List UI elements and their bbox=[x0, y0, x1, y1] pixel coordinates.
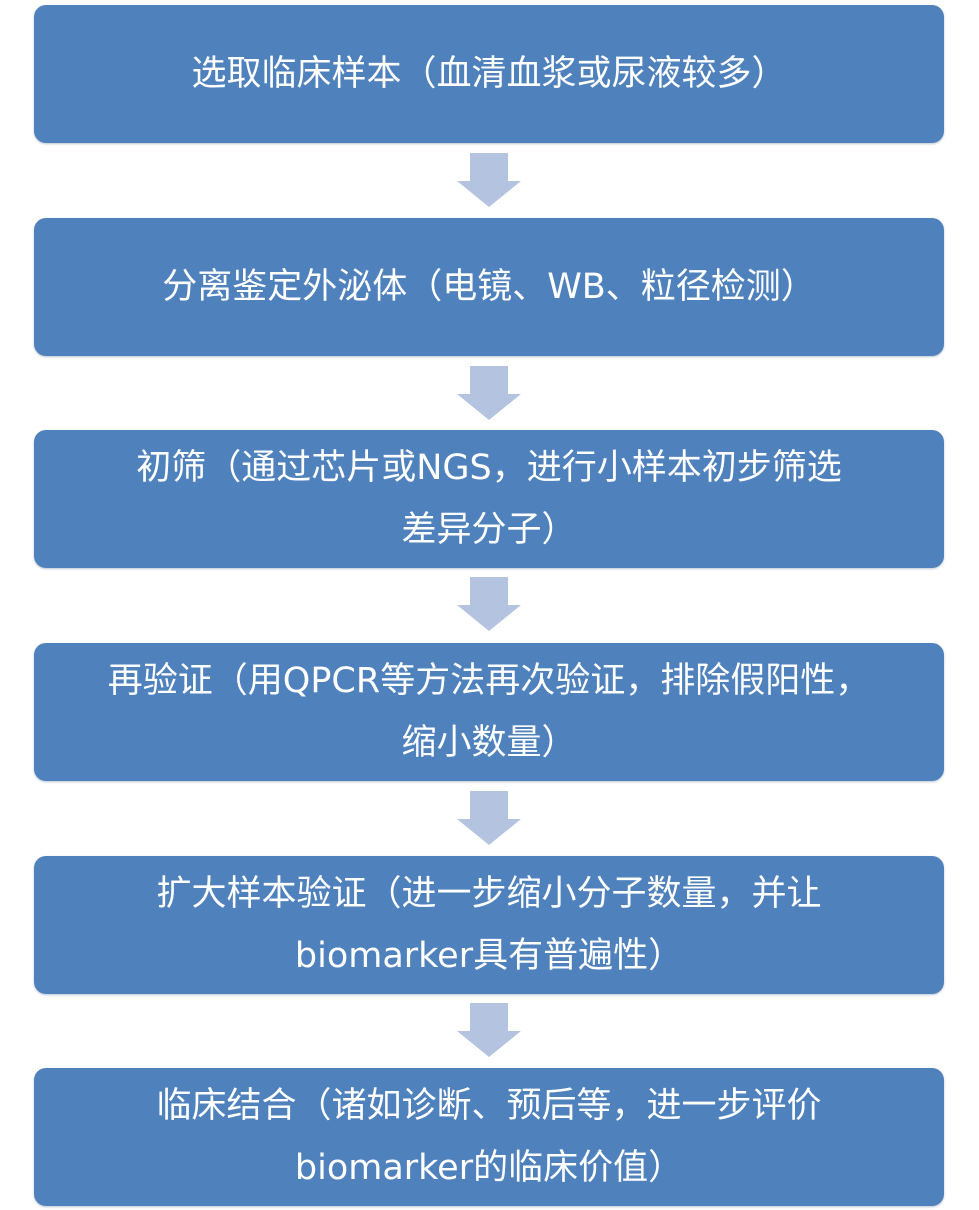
step-5-box: 扩大样本验证（进一步缩小分子数量，并让 biomarker具有普遍性） bbox=[34, 856, 944, 994]
step-4-box: 再验证（用QPCR等方法再次验证，排除假阳性， 缩小数量） bbox=[34, 643, 944, 781]
down-arrow-icon bbox=[457, 153, 521, 207]
step-4-line-2: 缩小数量） bbox=[401, 723, 577, 763]
step-4-text: 再验证（用QPCR等方法再次验证，排除假阳性， 缩小数量） bbox=[108, 650, 870, 774]
step-6-box: 临床结合（诸如诊断、预后等，进一步评价 biomarker的临床价值） bbox=[34, 1068, 944, 1206]
down-arrow-icon bbox=[457, 791, 521, 845]
step-2-line-1: 分离鉴定外泌体（电镜、WB、粒径检测） bbox=[162, 267, 816, 307]
down-arrow-icon bbox=[457, 366, 521, 420]
down-arrow-icon bbox=[457, 577, 521, 631]
step-4-line-1: 再验证（用QPCR等方法再次验证，排除假阳性， bbox=[107, 661, 871, 701]
step-3-line-1: 初筛（通过芯片或NGS，进行小样本初步筛选 bbox=[136, 448, 842, 488]
down-arrow-icon bbox=[457, 1003, 521, 1057]
step-5-text: 扩大样本验证（进一步缩小分子数量，并让 biomarker具有普遍性） bbox=[156, 863, 821, 987]
step-3-text: 初筛（通过芯片或NGS，进行小样本初步筛选 差异分子） bbox=[136, 437, 842, 561]
step-1-line-1: 选取临床样本（血清血浆或尿液较多） bbox=[191, 54, 787, 94]
step-5-line-2: biomarker具有普遍性） bbox=[294, 936, 684, 976]
step-2-box: 分离鉴定外泌体（电镜、WB、粒径检测） bbox=[34, 218, 944, 356]
step-6-line-2: biomarker的临床价值） bbox=[294, 1148, 684, 1188]
step-2-text: 分离鉴定外泌体（电镜、WB、粒径检测） bbox=[162, 256, 816, 318]
step-5-line-1: 扩大样本验证（进一步缩小分子数量，并让 bbox=[156, 874, 822, 914]
step-3-line-2: 差异分子） bbox=[401, 510, 577, 550]
step-3-box: 初筛（通过芯片或NGS，进行小样本初步筛选 差异分子） bbox=[34, 430, 944, 568]
step-6-line-1: 临床结合（诸如诊断、预后等，进一步评价 bbox=[156, 1086, 822, 1126]
step-1-text: 选取临床样本（血清血浆或尿液较多） bbox=[191, 43, 786, 105]
step-6-text: 临床结合（诸如诊断、预后等，进一步评价 biomarker的临床价值） bbox=[156, 1075, 821, 1199]
step-1-box: 选取临床样本（血清血浆或尿液较多） bbox=[34, 5, 944, 143]
